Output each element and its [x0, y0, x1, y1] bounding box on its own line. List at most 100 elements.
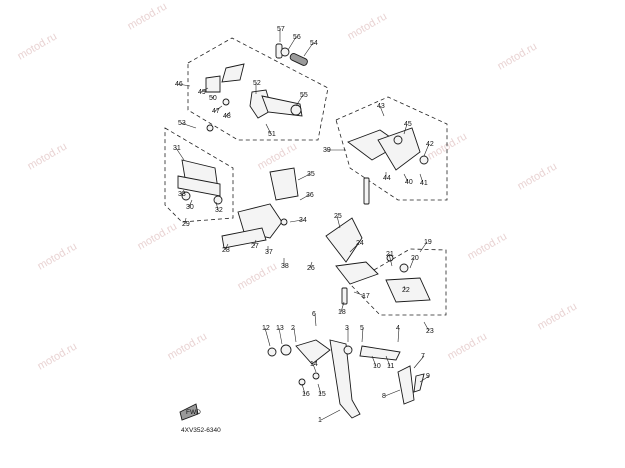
watermark-text: motod.ru	[236, 260, 280, 292]
callout-number: 23	[426, 328, 434, 335]
callout-leader-line	[175, 147, 185, 161]
group-box-right	[335, 96, 448, 201]
callout-number: 25	[334, 213, 342, 220]
callout-number: 32	[215, 207, 223, 214]
callout-number: 28	[222, 247, 230, 254]
callout-number: 42	[426, 141, 434, 148]
callout-leader-line	[200, 87, 209, 93]
watermark-text: motod.ru	[126, 0, 170, 32]
callout-leader-line	[403, 173, 409, 183]
group-box-left	[164, 127, 234, 223]
callout-number: 46	[175, 81, 183, 88]
callout-number: 56	[293, 34, 301, 41]
callout-leader-line	[314, 313, 317, 327]
callout-leader-line	[419, 375, 430, 383]
callout-number: 43	[377, 103, 385, 110]
watermark-text: motod.ru	[536, 300, 580, 332]
callout-number: 27	[251, 243, 259, 250]
callout-number: 15	[318, 391, 326, 398]
callout-leader-line	[336, 215, 341, 229]
callout-number: 38	[281, 263, 289, 270]
callout-leader-line	[289, 219, 303, 223]
callout-leader-line	[312, 363, 317, 373]
callout-number: 6	[312, 311, 316, 318]
watermark-text: motod.ru	[496, 40, 540, 72]
callout-leader-line	[403, 123, 408, 135]
callout-leader-line	[419, 173, 424, 184]
callout-number: 53	[178, 120, 186, 127]
group-box-top	[187, 37, 329, 141]
callout-leader-line	[384, 389, 401, 397]
callout-leader-line	[301, 383, 306, 395]
callout-number: 9	[426, 373, 430, 380]
callout-leader-line	[180, 122, 197, 129]
callout-number: 14	[310, 361, 318, 368]
callout-number: 33	[178, 191, 186, 198]
callout-number: 4	[396, 325, 400, 332]
callout-leader-line	[184, 217, 187, 225]
callout-number: 10	[373, 363, 381, 370]
callout-leader-line	[320, 409, 341, 421]
callout-leader-line	[188, 199, 193, 208]
front-marker-label: FWD	[186, 409, 201, 416]
callout-leader-line	[224, 243, 229, 251]
callout-leader-line	[293, 327, 297, 343]
watermark-text: motod.ru	[16, 30, 60, 62]
callout-number: 55	[300, 92, 308, 99]
front-marker: FWD	[179, 403, 201, 421]
callout-leader-line	[303, 42, 314, 57]
callout-leader-line	[385, 355, 391, 367]
watermark-text: motod.ru	[446, 330, 490, 362]
callout-leader-line	[397, 327, 400, 343]
callout-leader-line	[361, 327, 364, 343]
callout-leader-line	[423, 321, 430, 332]
callout-number: 18	[338, 309, 346, 316]
callout-leader-line	[253, 239, 257, 247]
callout-leader-line	[278, 327, 283, 345]
callout-number: 16	[302, 391, 310, 398]
callout-leader-line	[403, 285, 406, 291]
callout-number: 24	[356, 240, 364, 247]
lower-bracket-assembly	[325, 217, 431, 305]
watermark-text: motod.ru	[36, 240, 80, 272]
callout-leader-line	[177, 83, 191, 87]
callout-number: 30	[186, 204, 194, 211]
callout-leader-line	[264, 327, 271, 347]
callout-leader-line	[340, 301, 345, 313]
callout-number: 21	[386, 251, 394, 258]
right-footrest-assembly	[347, 127, 429, 205]
callout-leader-line	[317, 383, 322, 395]
callout-number: 45	[404, 121, 412, 128]
callout-number: 48	[223, 113, 231, 120]
callout-number: 52	[253, 80, 261, 87]
callout-leader-line	[419, 241, 428, 253]
callout-leader-line	[265, 123, 272, 135]
callout-leader-line	[423, 143, 430, 157]
callout-number: 12	[262, 325, 270, 332]
callout-number: 22	[402, 287, 410, 294]
watermark-text: motod.ru	[36, 340, 80, 372]
diagram-code: 4XV352-6340	[181, 427, 221, 434]
callout-number: 7	[421, 353, 425, 360]
sidestand-assembly	[267, 339, 425, 419]
group-box-lower	[349, 248, 447, 316]
watermark-text: motod.ru	[256, 140, 300, 172]
callout-leader-line	[353, 291, 366, 297]
callout-number: 34	[299, 217, 307, 224]
callout-leader-line	[215, 201, 219, 211]
callout-number: 40	[405, 179, 413, 186]
callout-number: 11	[387, 363, 394, 370]
callout-leader-line	[409, 257, 415, 269]
watermark-text: motod.ru	[166, 330, 210, 362]
callout-number: 49	[198, 89, 206, 96]
callout-leader-line	[388, 253, 393, 267]
callout-number: 44	[383, 175, 391, 182]
callout-number: 57	[277, 26, 285, 33]
callout-number: 41	[420, 180, 428, 187]
left-footrest-assembly	[177, 159, 299, 249]
callout-number: 50	[209, 95, 217, 102]
callout-number: 3	[345, 325, 349, 332]
callout-number: 1	[318, 417, 322, 424]
callout-number: 8	[382, 393, 386, 400]
